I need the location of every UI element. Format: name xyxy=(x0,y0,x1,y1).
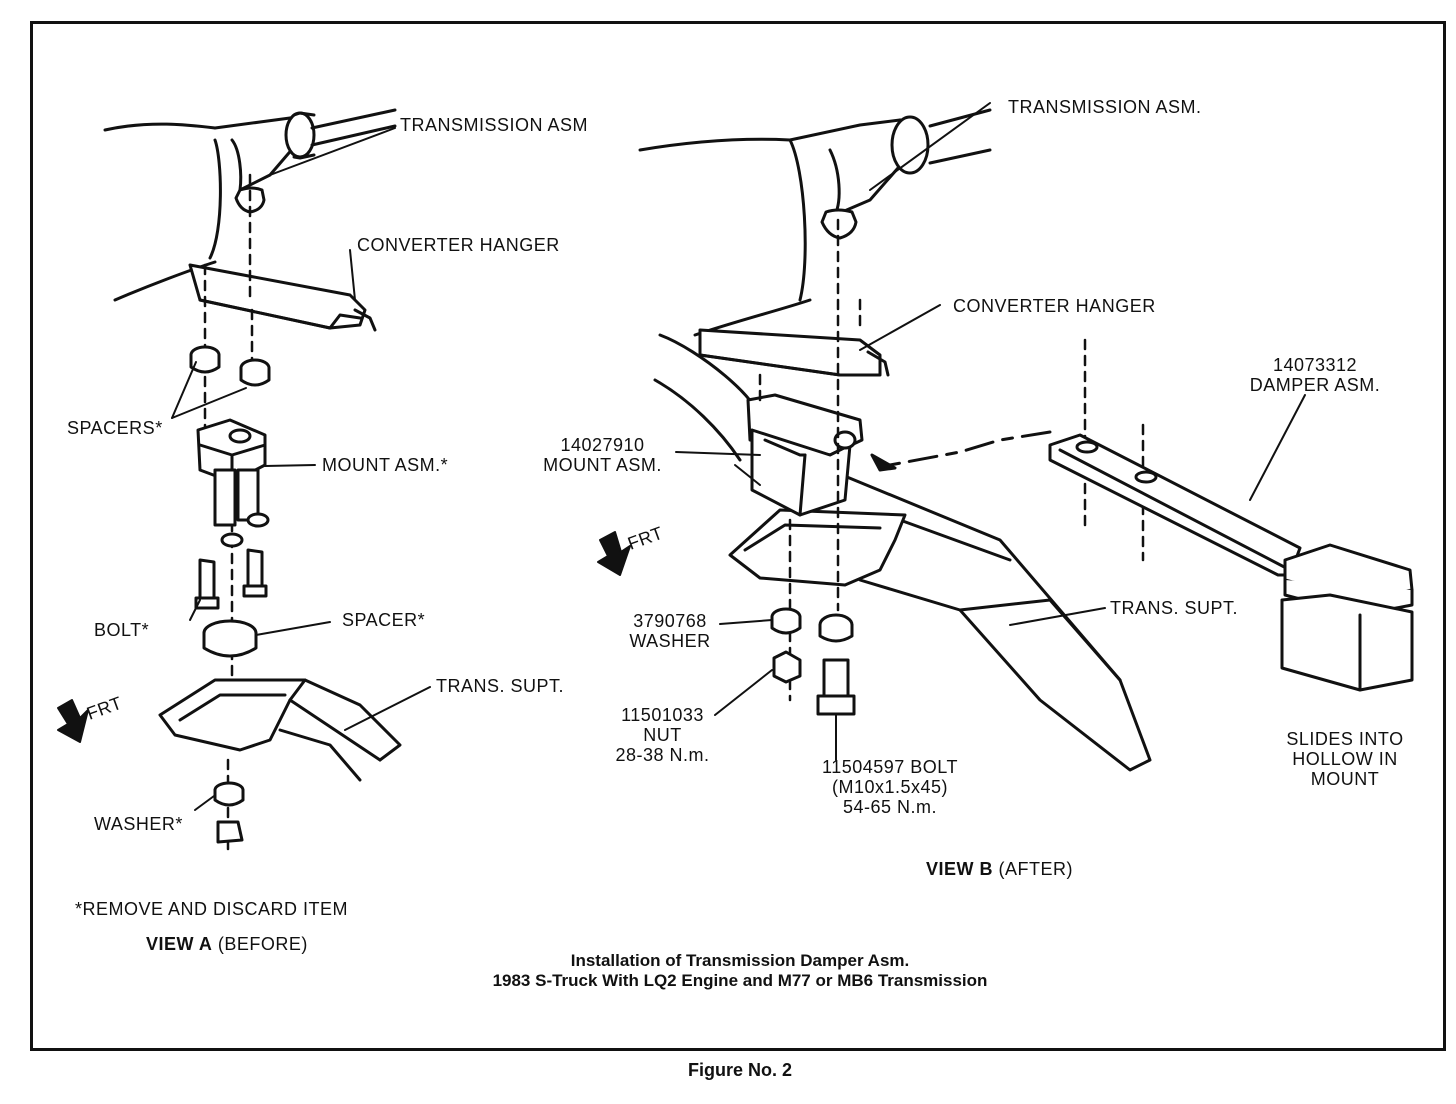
label-trans-supt-a: TRANS. SUPT. xyxy=(436,676,565,696)
label-spacers-a: SPACERS* xyxy=(67,418,163,438)
label-mount-asm-b: 14027910 MOUNT ASM. xyxy=(530,435,675,475)
view-a-trans-support xyxy=(158,678,402,782)
view-b-mount-asm xyxy=(746,393,864,517)
label-trans-supt-b: TRANS. SUPT. xyxy=(1110,598,1239,618)
mount-part-number: 14027910 xyxy=(560,435,645,455)
view-b-trans-support xyxy=(728,508,907,587)
view-b-damper-asm xyxy=(1048,433,1414,692)
view-b-title-suffix: (AFTER) xyxy=(998,859,1074,879)
bolt-size: (M10x1.5x45) xyxy=(831,777,949,797)
figure-number: Figure No. 2 xyxy=(687,1060,792,1080)
slides-line-1: SLIDES INTO xyxy=(1286,729,1404,749)
nut-torque: 28-38 N.m. xyxy=(615,745,710,765)
label-converter-hanger-a: CONVERTER HANGER xyxy=(357,235,560,255)
mount-name: MOUNT ASM. xyxy=(543,455,662,475)
view-b-converter-hanger xyxy=(698,328,890,377)
view-a-frt-arrow-icon xyxy=(57,699,89,743)
view-a-converter-hanger xyxy=(188,263,377,332)
washer-part-number: 3790768 xyxy=(633,611,707,631)
label-converter-hanger-b: CONVERTER HANGER xyxy=(953,296,1156,316)
view-b-title-name: VIEW B xyxy=(926,859,994,879)
view-a-title-name: VIEW A xyxy=(146,934,213,954)
caption-line-1: Installation of Transmission Damper Asm. xyxy=(570,951,910,970)
view-a-spacers xyxy=(189,345,271,387)
label-washer-a: WASHER* xyxy=(94,814,183,834)
view-a-leaders xyxy=(171,127,431,811)
label-mount-asm-a: MOUNT ASM.* xyxy=(322,455,449,475)
label-slides-into: SLIDES INTO HOLLOW IN MOUNT xyxy=(1270,729,1420,789)
view-b-transmission-housing xyxy=(638,108,992,337)
view-b-title: VIEW B (AFTER) xyxy=(926,859,1073,879)
view-b-drawing xyxy=(597,102,1414,772)
slides-line-3: MOUNT xyxy=(1310,769,1380,789)
label-bolt-b: 11504597 BOLT (M10x1.5x45) 54-65 N.m. xyxy=(805,757,975,817)
note-remove-discard: *REMOVE AND DISCARD ITEM xyxy=(75,899,349,919)
caption-line-2: 1983 S-Truck With LQ2 Engine and M77 or … xyxy=(492,971,988,990)
damper-part-number: 14073312 xyxy=(1272,355,1358,375)
view-a-spacer xyxy=(202,619,258,658)
label-nut-b: 11501033 NUT 28-38 N.m. xyxy=(600,705,725,765)
label-damper-asm-b: 14073312 DAMPER ASM. xyxy=(1240,355,1390,395)
view-a-mount-asm xyxy=(196,418,267,527)
view-b-frt-arrow-icon xyxy=(597,531,631,576)
nut-part-number: 11501033 xyxy=(621,705,704,725)
view-b-insert-arrow xyxy=(870,430,1052,472)
bolt-part-number: 11504597 BOLT xyxy=(822,757,958,777)
diagram-frame xyxy=(30,21,1446,1051)
label-bolt-a: BOLT* xyxy=(94,620,150,640)
nut-name: NUT xyxy=(643,725,682,745)
view-a-drawing xyxy=(57,108,431,852)
damper-name: DAMPER ASM. xyxy=(1249,375,1381,395)
label-spacer-a: SPACER* xyxy=(342,610,426,630)
view-b-leaders xyxy=(675,102,1306,761)
view-a-washer-nut xyxy=(213,781,245,844)
figure-caption: Installation of Transmission Damper Asm.… xyxy=(430,951,1050,991)
view-a-title-suffix: (BEFORE) xyxy=(217,934,308,954)
bolt-torque: 54-65 N.m. xyxy=(842,797,938,817)
label-transmission-asm-a: TRANSMISSION ASM xyxy=(400,115,589,135)
slides-line-2: HOLLOW IN xyxy=(1292,749,1398,769)
label-transmission-asm-b: TRANSMISSION ASM. xyxy=(1008,97,1202,117)
view-a-title: VIEW A (BEFORE) xyxy=(146,934,308,954)
view-a-bolts xyxy=(194,512,270,610)
view-b-washer-nut-bolt xyxy=(770,607,856,716)
label-washer-b: 3790768 WASHER xyxy=(620,611,720,651)
washer-name: WASHER xyxy=(629,631,711,651)
